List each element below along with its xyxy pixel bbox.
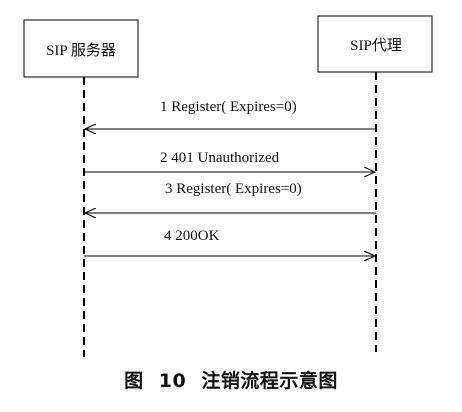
message-label-2: 2 401 Unauthorized	[160, 150, 280, 166]
proxy-box	[317, 15, 433, 73]
figure-caption: 图 10 注销流程示意图	[124, 370, 338, 392]
server-label: SIP 服务器	[46, 42, 116, 59]
server-box	[23, 19, 139, 78]
message-label-1: 1 Register( Expires=0)	[160, 99, 297, 115]
message-label-4: 4 200OK	[164, 228, 220, 244]
proxy-label: SIP代理	[350, 37, 402, 54]
message-label-3: 3 Register( Expires=0)	[165, 181, 302, 197]
